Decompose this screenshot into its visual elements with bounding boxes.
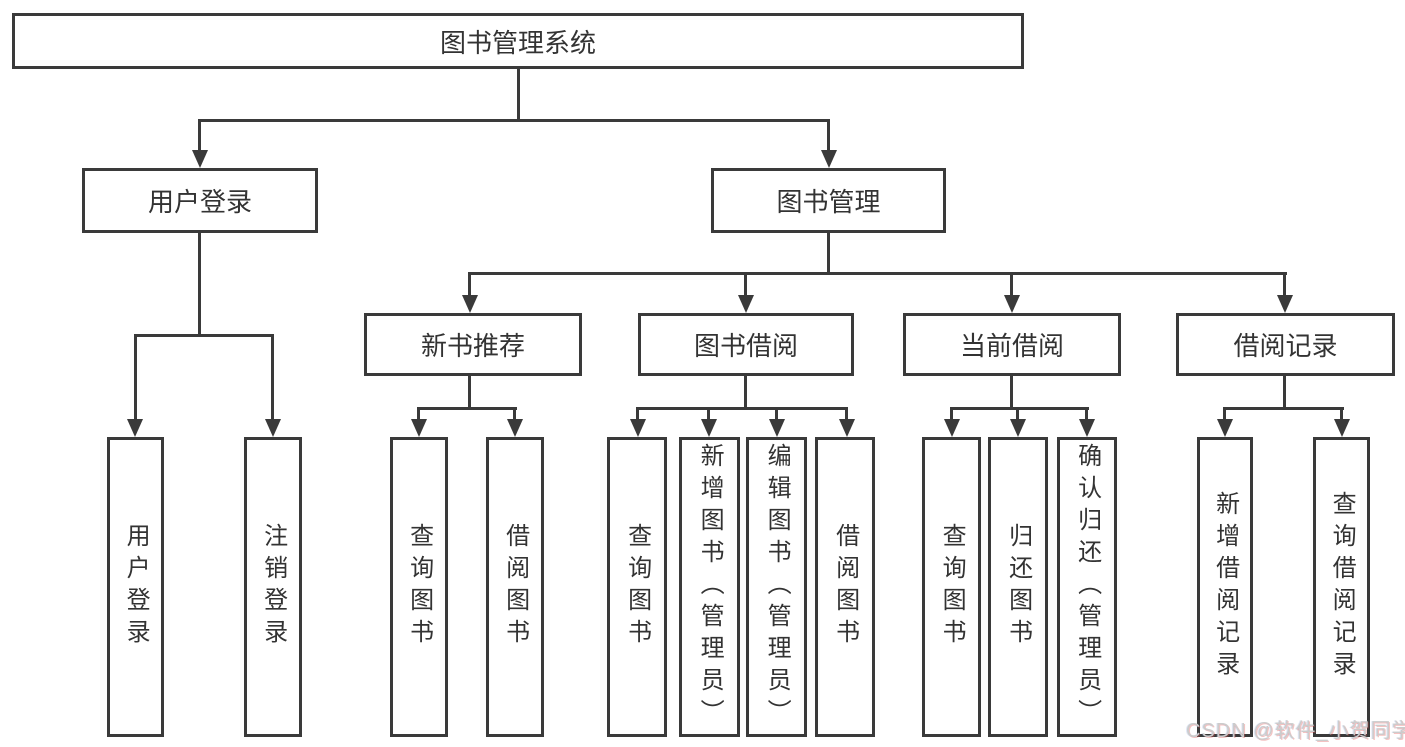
leaf-add-book-admin: 新增图书（管理员） [679, 437, 740, 737]
connector-line-v [827, 233, 830, 274]
connector-line-h [468, 272, 1287, 275]
arrow-down-icon [1277, 295, 1293, 313]
node-label: 图书管理 [776, 187, 881, 217]
connector-line-v [744, 376, 747, 409]
node-book-borrowing: 图书借阅 [638, 313, 854, 376]
leaf-label: 编辑图书（管理员） [763, 443, 791, 731]
connector-line-v [845, 407, 848, 419]
node-new-book-recommend: 新书推荐 [364, 313, 582, 376]
connector-line-v [1283, 272, 1286, 295]
connector-line-v [1340, 407, 1343, 419]
connector-line-h [417, 407, 517, 410]
connector-line-v [1016, 407, 1019, 419]
leaf-label: 用户登录 [122, 523, 150, 651]
arrow-down-icon [462, 295, 478, 313]
leaf-label: 借阅图书 [501, 523, 529, 651]
arrow-down-icon [839, 419, 855, 437]
connector-line-v [1010, 376, 1013, 409]
connector-line-v [134, 334, 137, 419]
leaf-label: 注销登录 [259, 523, 287, 651]
node-label: 图书借阅 [693, 331, 798, 361]
leaf-return-books: 归还图书 [988, 437, 1048, 737]
connector-line-v [271, 334, 274, 419]
leaf-label: 查询图书 [405, 523, 433, 651]
leaf-borrow-books-recommend: 借阅图书 [486, 437, 544, 737]
leaf-label: 归还图书 [1004, 523, 1032, 651]
connector-line-v [417, 407, 420, 419]
node-label: 图书管理系统 [439, 27, 596, 58]
leaf-user-login: 用户登录 [107, 437, 164, 737]
arrow-down-icon [769, 419, 785, 437]
arrow-down-icon [411, 419, 427, 437]
leaf-query-books-recommend: 查询图书 [390, 437, 448, 737]
connector-line-v [517, 69, 520, 121]
node-book-management: 图书管理 [711, 168, 946, 233]
arrow-down-icon [701, 419, 717, 437]
node-label: 新书推荐 [420, 331, 525, 361]
leaf-label: 新增借阅记录 [1211, 491, 1239, 683]
arrow-down-icon [192, 150, 208, 168]
connector-line-v [468, 272, 471, 295]
leaf-confirm-return-admin: 确认归还（管理员） [1057, 437, 1117, 737]
arrow-down-icon [1010, 419, 1026, 437]
leaf-add-borrow-record: 新增借阅记录 [1197, 437, 1253, 737]
leaf-edit-book-admin: 编辑图书（管理员） [746, 437, 807, 737]
connector-line-v [1283, 376, 1286, 409]
node-current-borrowing: 当前借阅 [903, 313, 1121, 376]
connector-line-v [1085, 407, 1088, 419]
leaf-label: 查询借阅记录 [1328, 491, 1356, 683]
connector-line-h [134, 334, 274, 337]
connector-line-v [198, 233, 201, 336]
leaf-query-books-borrowing: 查询图书 [607, 437, 667, 737]
arrow-down-icon [1334, 419, 1350, 437]
node-user-login: 用户登录 [82, 168, 318, 233]
connector-line-h [198, 119, 830, 122]
arrow-down-icon [1079, 419, 1095, 437]
node-borrowing-records: 借阅记录 [1176, 313, 1395, 376]
connector-line-v [744, 272, 747, 295]
node-label: 当前借阅 [959, 331, 1064, 361]
arrow-down-icon [265, 419, 281, 437]
connector-line-v [827, 119, 830, 150]
leaf-label: 查询图书 [938, 523, 966, 651]
leaf-label: 借阅图书 [831, 523, 859, 651]
connector-line-v [468, 376, 471, 409]
arrow-down-icon [738, 295, 754, 313]
leaf-borrow-books: 借阅图书 [815, 437, 875, 737]
connector-line-v [198, 119, 201, 150]
leaf-logout: 注销登录 [244, 437, 302, 737]
leaf-query-borrow-record: 查询借阅记录 [1313, 437, 1370, 737]
connector-line-v [1223, 407, 1226, 419]
arrow-down-icon [1217, 419, 1233, 437]
connector-line-v [707, 407, 710, 419]
node-library-management-system: 图书管理系统 [12, 13, 1024, 69]
leaf-label: 确认归还（管理员） [1073, 443, 1101, 731]
connector-line-v [513, 407, 516, 419]
connector-line-h [950, 407, 1089, 410]
arrow-down-icon [944, 419, 960, 437]
arrow-down-icon [821, 150, 837, 168]
leaf-label: 新增图书（管理员） [696, 443, 724, 731]
connector-line-v [636, 407, 639, 419]
connector-line-h [1223, 407, 1344, 410]
node-label: 用户登录 [147, 187, 252, 217]
arrow-down-icon [507, 419, 523, 437]
arrow-down-icon [127, 419, 143, 437]
arrow-down-icon [630, 419, 646, 437]
connector-line-v [950, 407, 953, 419]
watermark: CSDN @软件_小贺同学 [1186, 720, 1405, 742]
connector-line-h [636, 407, 848, 410]
leaf-label: 查询图书 [623, 523, 651, 651]
connector-line-v [1010, 272, 1013, 295]
node-label: 借阅记录 [1233, 331, 1338, 361]
arrow-down-icon [1004, 295, 1020, 313]
connector-line-v [775, 407, 778, 419]
leaf-query-books-current: 查询图书 [922, 437, 981, 737]
